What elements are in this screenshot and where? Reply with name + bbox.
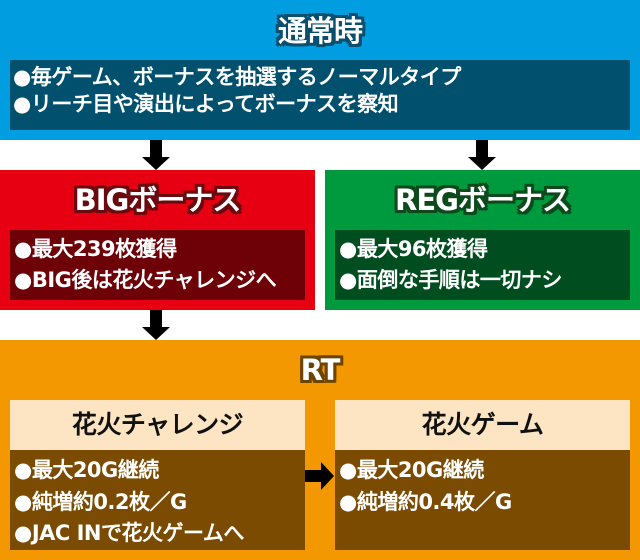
bullet-item: ●最大20G継続 — [14, 458, 159, 482]
bullet-item: ●JAC INで花火ゲームへ — [14, 521, 244, 545]
reg-bonus-title: REGボーナス — [395, 183, 571, 217]
normal-state-bullets: ●毎ゲーム、ボーナスを抽選するノーマルタイプ ●リーチ目や演出によってボーナスを… — [13, 64, 461, 118]
bullet-item: ●BIG後は花火チャレンジへ — [14, 268, 277, 292]
big-bonus-bullets: ●最大239枚獲得 ●BIG後は花火チャレンジへ — [14, 234, 277, 296]
rt-section: RT 花火チャレンジ ●最大20G継続 ●純増約0.2枚／G ●JAC INで花… — [0, 340, 640, 560]
arrow-head — [142, 327, 170, 340]
bullet-item: ●純増約0.4枚／G — [339, 489, 512, 514]
big-bonus-title: BIGボーナス — [74, 183, 242, 217]
arrow-shaft — [305, 470, 322, 482]
normal-state-section: 通常時 ●毎ゲーム、ボーナスを抽選するノーマルタイプ ●リーチ目や演出によってボ… — [0, 0, 640, 140]
bullet-item: ●毎ゲーム、ボーナスを抽選するノーマルタイプ — [13, 65, 461, 89]
hanabi-challenge-box: 花火チャレンジ ●最大20G継続 ●純増約0.2枚／G ●JAC INで花火ゲー… — [10, 400, 305, 550]
hanabi-game-title: 花火ゲーム — [335, 400, 630, 450]
big-bonus-description-box: ●最大239枚獲得 ●BIG後は花火チャレンジへ — [10, 230, 305, 300]
bullet-item: ●純増約0.2枚／G — [14, 489, 187, 514]
arrow-shaft — [150, 140, 162, 158]
arrow-down-icon — [142, 140, 170, 170]
arrow-head — [468, 157, 496, 170]
bullet-item: ●面倒な手順は一切ナシ — [339, 268, 562, 292]
reg-bonus-bullets: ●最大96枚獲得 ●面倒な手順は一切ナシ — [339, 234, 562, 296]
bullet-item: ●最大239枚獲得 — [14, 237, 177, 261]
rt-title: RT — [300, 353, 341, 387]
hanabi-game-body: ●最大20G継続 ●純増約0.4枚／G — [335, 450, 630, 550]
arrow-right-icon — [305, 462, 335, 490]
reg-bonus-section: REGボーナス ●最大96枚獲得 ●面倒な手順は一切ナシ — [325, 170, 640, 310]
arrow-down-icon — [142, 310, 170, 340]
hanabi-game-bullets: ●最大20G継続 ●純増約0.4枚／G — [339, 455, 512, 518]
normal-state-title: 通常時 — [277, 14, 363, 48]
bullet-item: ●最大96枚獲得 — [339, 237, 488, 261]
hanabi-game-box: 花火ゲーム ●最大20G継続 ●純増約0.4枚／G — [335, 400, 630, 550]
hanabi-challenge-body: ●最大20G継続 ●純増約0.2枚／G ●JAC INで花火ゲームへ — [10, 450, 305, 550]
bullet-item: ●最大20G継続 — [339, 458, 484, 482]
arrow-head — [142, 157, 170, 170]
reg-bonus-description-box: ●最大96枚獲得 ●面倒な手順は一切ナシ — [335, 230, 630, 300]
arrow-down-icon — [468, 140, 496, 170]
arrow-shaft — [476, 140, 488, 158]
bullet-item: ●リーチ目や演出によってボーナスを察知 — [13, 92, 399, 116]
arrow-shaft — [150, 310, 162, 328]
normal-state-description-box: ●毎ゲーム、ボーナスを抽選するノーマルタイプ ●リーチ目や演出によってボーナスを… — [10, 60, 630, 130]
arrow-head — [321, 462, 334, 490]
hanabi-challenge-title: 花火チャレンジ — [10, 400, 305, 450]
hanabi-challenge-bullets: ●最大20G継続 ●純増約0.2枚／G ●JAC INで花火ゲームへ — [14, 455, 244, 550]
big-bonus-section: BIGボーナス ●最大239枚獲得 ●BIG後は花火チャレンジへ — [0, 170, 315, 310]
